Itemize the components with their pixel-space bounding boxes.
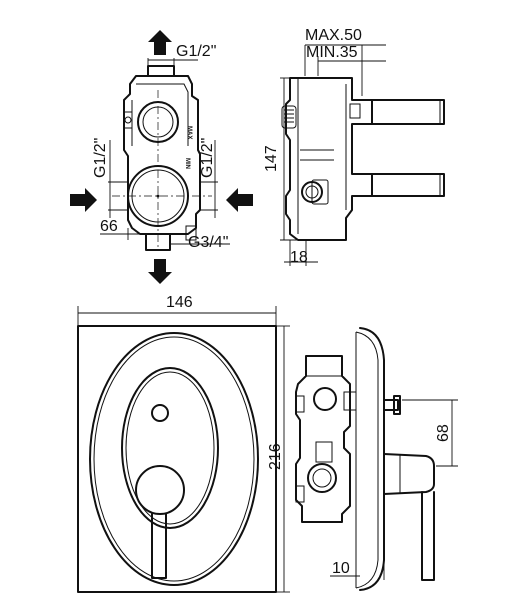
label-side-left: G1/2" xyxy=(92,138,109,178)
arrow-left-icon xyxy=(226,188,253,212)
label-plate-depth: 10 xyxy=(332,560,350,577)
arrow-up-icon xyxy=(148,30,172,55)
cover-plate-front-view: 146 216 xyxy=(77,294,290,593)
label-max-depth: MAX.50 xyxy=(305,27,362,44)
body-marking-max: MAX xyxy=(186,126,192,139)
mixer-body-front-view: MAX MIN G1/2" G1/2" G1/2" 66 G3/4" xyxy=(70,30,253,284)
label-plate-width: 146 xyxy=(166,294,193,311)
mixer-body-side-view: MAX.50 MIN.35 147 18 xyxy=(263,27,445,266)
label-offset-66: 66 xyxy=(100,218,118,235)
assembly-side-view: 68 10 xyxy=(295,327,458,591)
label-side-right: G1/2" xyxy=(199,138,216,178)
arrow-down-icon xyxy=(148,259,172,284)
label-plate-height: 216 xyxy=(267,443,284,470)
label-depth-18: 18 xyxy=(290,249,308,266)
label-top-outlet: G1/2" xyxy=(176,43,216,60)
body-marking-min: MIN xyxy=(184,158,190,169)
arrow-right-icon xyxy=(70,188,97,212)
label-handle-height: 68 xyxy=(435,424,452,442)
label-height-147: 147 xyxy=(263,145,280,172)
label-min-depth: MIN.35 xyxy=(306,44,358,61)
label-bottom-outlet: G3/4" xyxy=(188,234,228,251)
